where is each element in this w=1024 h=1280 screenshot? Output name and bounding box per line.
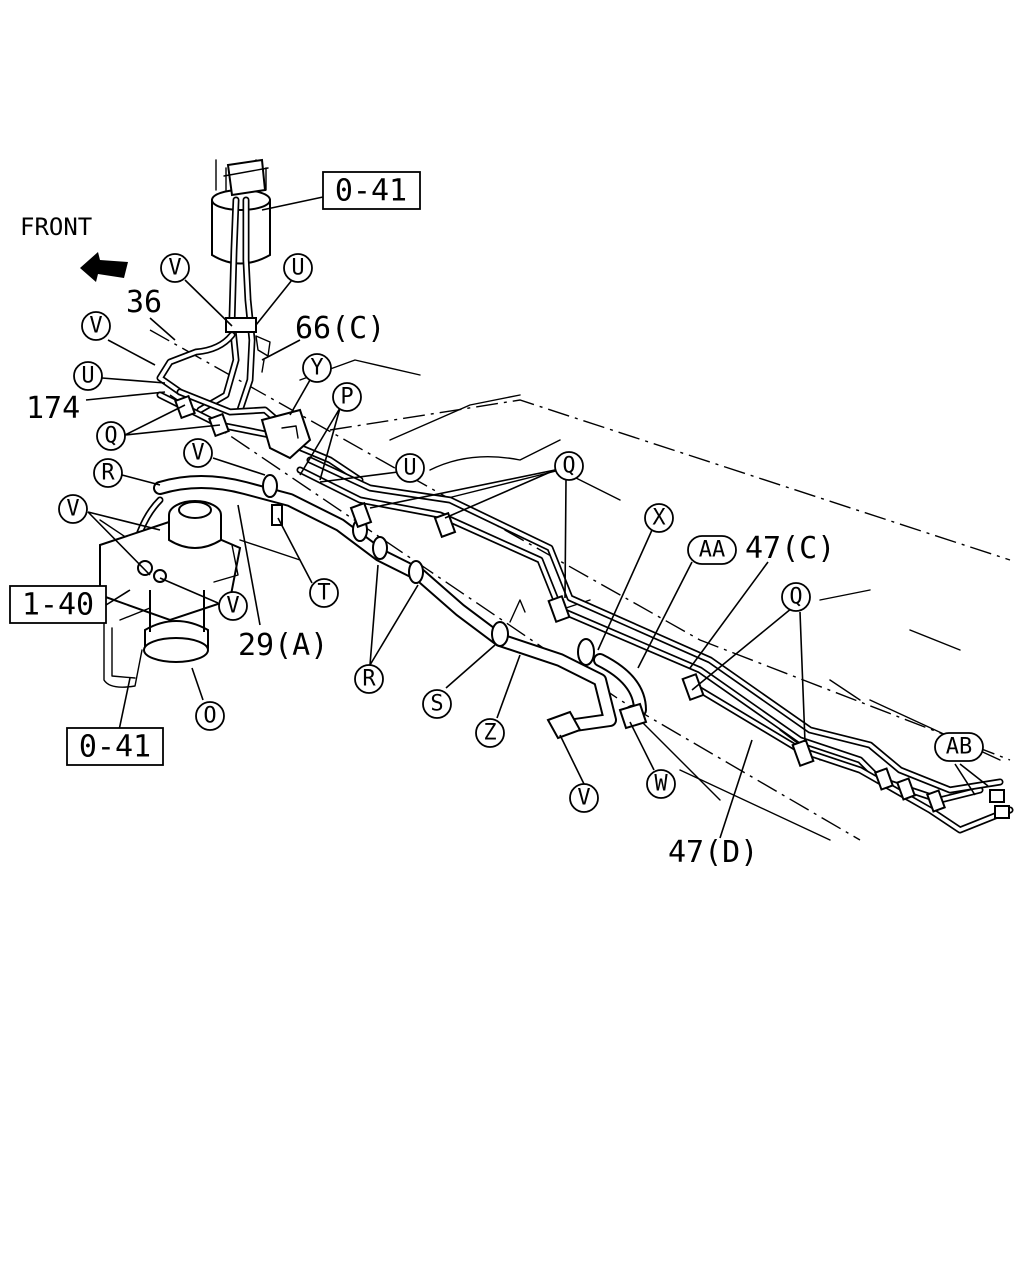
upper-canister <box>196 158 271 414</box>
callout-p: P <box>332 382 362 412</box>
frame-outline <box>99 329 1011 841</box>
svg-text:Q: Q <box>104 424 117 449</box>
part-number-66c: 66(C) <box>295 311 385 346</box>
svg-text:V: V <box>577 786 590 811</box>
part-number-174: 174 <box>26 391 80 426</box>
callout-v-4: V <box>58 494 88 524</box>
leader-lines <box>85 196 989 839</box>
svg-text:U: U <box>81 364 94 389</box>
callout-t: T <box>309 578 339 608</box>
svg-text:V: V <box>66 497 79 522</box>
callout-v-1: V <box>160 253 190 283</box>
callout-ab: AB <box>934 732 984 762</box>
callout-aa: AA <box>687 535 737 565</box>
svg-text:U: U <box>291 256 304 281</box>
callout-r-1: R <box>93 458 123 488</box>
svg-text:Q: Q <box>789 585 802 610</box>
ref-1-40-label: 1-40 <box>22 588 94 623</box>
part-number-47d: 47(D) <box>668 835 758 870</box>
callout-y: Y <box>302 353 332 383</box>
svg-text:AA: AA <box>699 538 726 563</box>
svg-text:U: U <box>403 456 416 481</box>
svg-text:T: T <box>317 581 330 606</box>
svg-text:AB: AB <box>946 735 973 760</box>
svg-text:R: R <box>101 461 115 486</box>
callout-q-1: Q <box>96 421 126 451</box>
svg-text:X: X <box>652 506 666 531</box>
callout-v-6: V <box>569 783 599 813</box>
svg-text:S: S <box>430 692 443 717</box>
part-number-36: 36 <box>126 285 162 320</box>
ref-box-1-40: 1-40 <box>9 585 107 624</box>
callout-v-5: V <box>218 591 248 621</box>
part-number-29a: 29(A) <box>238 628 328 663</box>
upper-lines <box>156 331 364 484</box>
callout-s: S <box>422 689 452 719</box>
svg-text:Q: Q <box>562 454 575 479</box>
callout-u-1: U <box>283 253 313 283</box>
svg-text:Y: Y <box>310 356 323 381</box>
callout-u-3: U <box>395 453 425 483</box>
ref-0-41-top-label: 0-41 <box>335 174 407 209</box>
svg-text:V: V <box>191 441 204 466</box>
steel-lines <box>296 456 1014 834</box>
part-number-47c: 47(C) <box>745 531 835 566</box>
svg-text:O: O <box>203 704 216 729</box>
front-arrow-icon <box>80 252 128 282</box>
callout-v-2: V <box>81 311 111 341</box>
svg-text:Z: Z <box>483 721 496 746</box>
callout-u-2: U <box>73 361 103 391</box>
svg-text:V: V <box>226 594 239 619</box>
svg-text:P: P <box>340 385 353 410</box>
ref-box-0-41-top: 0-41 <box>322 171 421 210</box>
callout-z: Z <box>475 718 505 748</box>
callout-q-2: Q <box>554 451 584 481</box>
part-number-labels: 36 66(C) 174 29(A) 47(C) 47(D) <box>26 285 835 870</box>
front-indicator: FRONT <box>20 213 128 282</box>
callout-q-3: Q <box>781 582 811 612</box>
front-label: FRONT <box>20 213 92 241</box>
callout-w: W <box>646 769 676 799</box>
callout-r-2: R <box>354 664 384 694</box>
ref-box-0-41-bottom: 0-41 <box>66 727 164 766</box>
ref-0-41-bottom-label: 0-41 <box>79 730 151 765</box>
svg-text:R: R <box>362 667 376 692</box>
callout-o: O <box>195 701 225 731</box>
lower-canister <box>99 500 242 688</box>
callout-x: X <box>644 503 674 533</box>
svg-text:V: V <box>168 256 181 281</box>
svg-text:W: W <box>654 772 668 797</box>
svg-text:V: V <box>89 314 102 339</box>
callout-v-3: V <box>183 438 213 468</box>
